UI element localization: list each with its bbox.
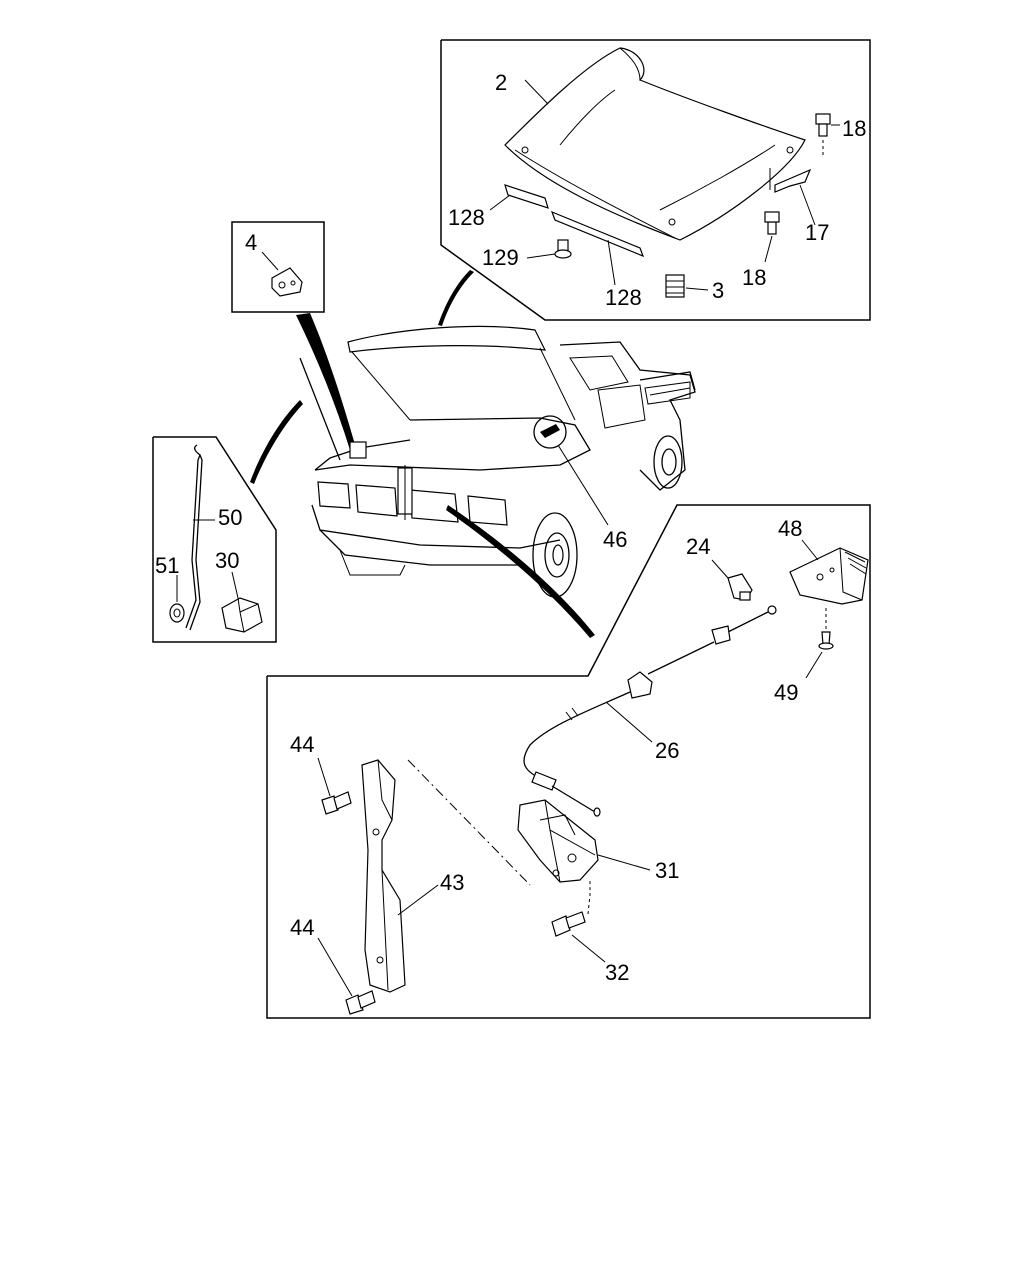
callout-support-rod: 50 [218, 505, 242, 530]
callout-hinge-bolt-upper: 18 [842, 116, 866, 141]
callout-seal-strip-upper: 128 [448, 205, 485, 230]
support-bolt-upper [321, 791, 352, 815]
bracket-screw [818, 631, 834, 650]
support-rod-box: 50 51 30 [152, 436, 277, 643]
pickup-truck [299, 325, 696, 598]
callout-release-cable: 26 [655, 738, 679, 763]
release-handle [727, 573, 753, 601]
callout-grommet: 51 [155, 553, 179, 578]
clip-detail-box: 4 [231, 221, 325, 313]
hood-detail-box: 2 128 128 129 3 [440, 39, 871, 321]
callout-seal-clip: 129 [482, 245, 519, 270]
callout-bracket-screw: 49 [774, 680, 798, 705]
lock-bolt [551, 911, 586, 937]
lock-support [361, 759, 406, 993]
callout-hood-hinge: 17 [805, 220, 829, 245]
hood-lock [517, 799, 599, 883]
callout-hood-lock: 31 [655, 858, 679, 883]
seal-strip-upper [504, 184, 549, 209]
support-rod [185, 444, 203, 631]
callout-support-bolt-lower: 44 [290, 915, 314, 940]
callout-hood: 2 [495, 70, 507, 95]
handle-bracket [789, 547, 869, 605]
hood-hinge [769, 168, 812, 193]
grommet [169, 603, 185, 623]
lock-detail-box: 24 48 49 [266, 504, 871, 1019]
rod-leader-arrow [250, 400, 303, 484]
callout-seal-strip-lower: 128 [605, 285, 642, 310]
callout-handle-bracket: 48 [778, 516, 802, 541]
callout-lock-bolt: 32 [605, 960, 629, 985]
callout-release-handle: 24 [686, 534, 710, 559]
callout-lock-support: 43 [440, 870, 464, 895]
support-bolt-lower [345, 990, 376, 1015]
callout-support-bolt-upper: 44 [290, 732, 314, 757]
hinge-bolt-upper [815, 113, 831, 137]
hood-bumper [665, 274, 685, 298]
seal-strip-lower [550, 210, 645, 258]
rod-holder [221, 597, 263, 633]
callout-hood-opener-area: 46 [603, 527, 627, 552]
callout-rod-holder: 30 [215, 548, 239, 573]
release-cable [523, 605, 777, 817]
lock-leader-arrow [446, 505, 595, 638]
callout-hood-bumper: 3 [712, 278, 724, 303]
clip-leader-arrow [296, 313, 356, 450]
hood-leader-arrow [438, 270, 474, 326]
callout-hinge-bolt-lower: 18 [742, 265, 766, 290]
seal-clip [554, 239, 572, 259]
callout-support-rod-clip: 4 [245, 230, 257, 255]
hood-panel [504, 47, 806, 241]
hinge-bolt-lower [764, 211, 780, 235]
support-rod-clip [271, 267, 303, 297]
